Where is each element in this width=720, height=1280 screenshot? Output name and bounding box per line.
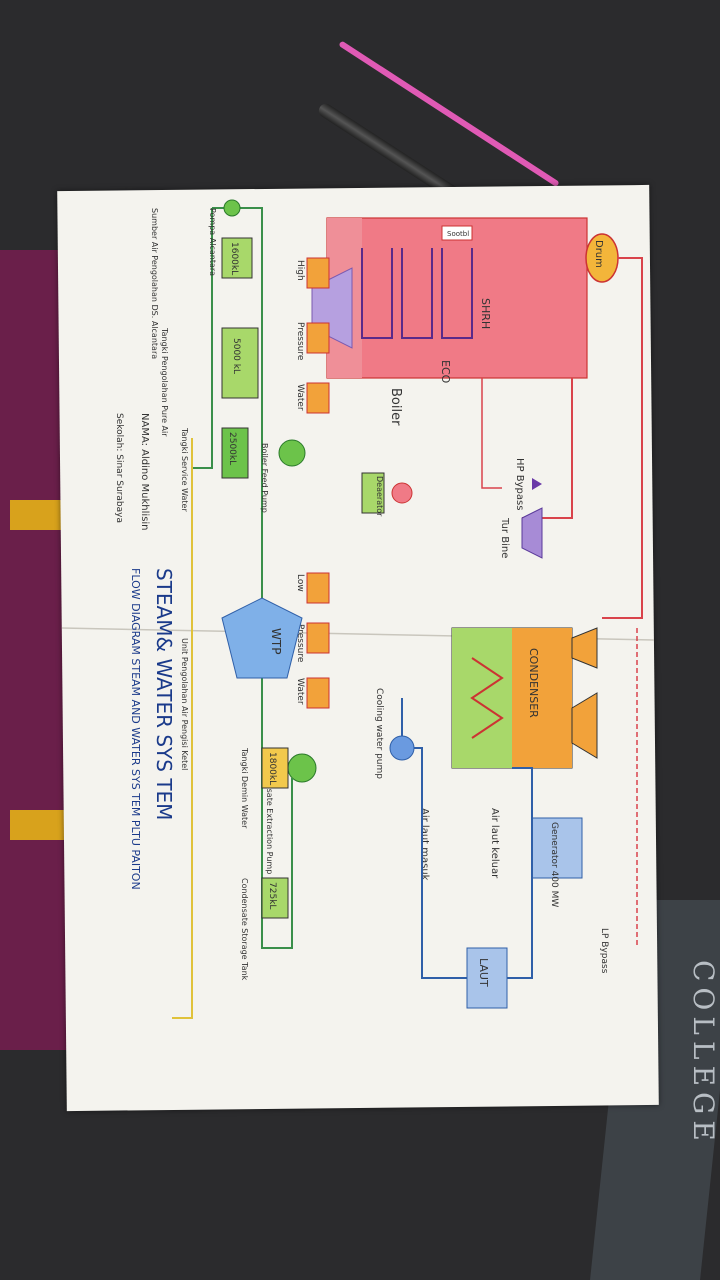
diagram-title: STEAM& WATER SYS TEM [152, 568, 176, 820]
shrh-label: SHRH [479, 298, 492, 329]
tank-2500-label: 2500kL [227, 432, 237, 465]
tank-1800-label: 1800kL [267, 752, 277, 785]
cooling-water-pump [389, 735, 415, 761]
tank-5000 [221, 327, 259, 399]
tank-1600-label: 1600kL [229, 242, 239, 275]
lp-bypass-label: LP Bypass [599, 928, 609, 974]
laut-box [466, 947, 508, 1009]
author-label: NAMA: Aldino Mukhlisin [139, 413, 150, 531]
ip-turbine [571, 627, 598, 669]
generator-label: Generator 400 MW [549, 822, 559, 907]
sumber-air-label: Sumber Air Pengolahan DS. Alcantara [150, 208, 159, 359]
boiler-feed-pump-label: Boiler Feed Pump [260, 443, 269, 513]
boiler-feed-pump [278, 439, 306, 467]
condensate-pump-label: Condensate Extraction Pump [265, 758, 274, 874]
lp-heater-label-1: Low [295, 574, 305, 592]
laut-label: LAUT [477, 958, 490, 987]
hp-turbine [521, 507, 543, 559]
turbine-label: Tur Bine [499, 517, 510, 558]
wtp [221, 597, 303, 679]
hp-bypass-label: HP Bypass [514, 458, 525, 510]
feedwater-line [212, 207, 293, 949]
eco-label: ECO [439, 360, 452, 384]
sootblow-box [441, 225, 473, 241]
hot-reheat-line [522, 378, 573, 519]
hp-heater-label-1: High [295, 260, 305, 281]
air-laut-keluar-label: Air laut keluar [489, 808, 500, 879]
tank-1600 [221, 237, 253, 279]
pompa-alcantara-label: Pompa Alcantara [208, 208, 217, 276]
lp-turbine [571, 692, 598, 759]
service-water-line [172, 438, 193, 1019]
wtp-label: WTP [269, 628, 283, 654]
boiler-label: Boiler [388, 388, 403, 426]
lp-heaters [306, 572, 330, 709]
deaerator-label: Deaerator [375, 476, 384, 517]
sleeve-print: COLLEGE [687, 960, 720, 1147]
tank-725-label: 725kL [267, 882, 277, 909]
sootblow-label: Sootbl [447, 230, 469, 238]
tank-5000-label: 5000 kL [231, 338, 241, 374]
tank-2500 [221, 427, 249, 479]
hp-heaters [306, 257, 330, 414]
condenser-label: CONDENSER [527, 648, 540, 718]
tank-1800 [261, 747, 289, 789]
diagram-subtitle: FLOW DIAGRAM STEAM AND WATER SYS TEM PLT… [129, 568, 142, 890]
pen-clip [338, 40, 560, 188]
hp-heater-label-2: Pressure [295, 322, 305, 361]
cooling-water-pump-label: Cooling water pump [374, 688, 384, 779]
cooling-water-line [401, 698, 467, 979]
hp-heater-label-3: Water [295, 384, 305, 411]
pompa-alcantara [223, 199, 241, 217]
air-laut-masuk-label: Air laut masuk [419, 808, 430, 881]
condensate-storage-label: Condensate Storage Tank [240, 878, 249, 981]
boiler-body [326, 217, 588, 379]
unit-pengolahan-label: Unit Pengolahan Air Pengisi Ketel [180, 638, 189, 770]
deaerator [361, 472, 385, 514]
tangki-service-label: Tangki Service Water [180, 427, 189, 512]
main-steam-line [602, 257, 643, 619]
drum-label: Drum [593, 240, 604, 268]
generator [531, 817, 583, 879]
tangki-demin-label: Tangki Demin Water [240, 747, 249, 829]
flow-diagram: SHRH ECO Boiler Drum Sootbl HP Bypass Tu… [62, 199, 654, 1019]
condensate-extraction-pump [287, 753, 317, 783]
school-label: Sekolah: Sinar Surabaya [114, 413, 124, 523]
tank-725 [261, 877, 289, 919]
tangki-pengolahan-label: Tangki Pengolahan Pure Air [160, 327, 169, 437]
lp-heater-label-2: Pressure [295, 624, 305, 663]
lp-heater-label-3: Water [295, 678, 305, 705]
